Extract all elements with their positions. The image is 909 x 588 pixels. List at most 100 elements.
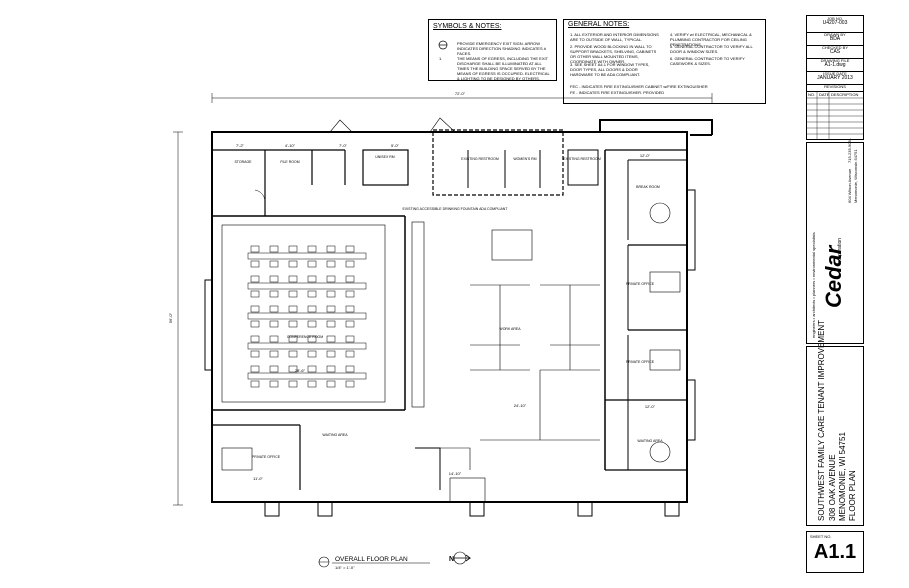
conference-chair — [288, 260, 298, 268]
dim-5: 12'-0" — [640, 153, 651, 158]
conference-chair — [326, 245, 336, 253]
revisions-grid — [807, 92, 863, 139]
revisions-table: NO. DATE DESCRIPTION — [807, 92, 863, 139]
conference-chair — [288, 320, 298, 328]
conference-chair — [288, 290, 298, 298]
conference-chair — [326, 320, 336, 328]
desk-private-office-bl — [221, 447, 253, 471]
room-womens: WOMEN'S RM — [513, 157, 536, 161]
dim-10: 11'-0" — [253, 476, 263, 481]
conference-chair — [345, 245, 355, 253]
general-note-4: 4. VERIFY w/ ELECTRICAL, MECHANICAL & PL… — [670, 32, 752, 47]
revisions-header: REVISIONS — [807, 84, 863, 92]
room-waiting-l: WAITING AREA — [322, 433, 348, 437]
dim-1: 7'-2" — [236, 143, 245, 148]
job-no-cell: JOB NO. U4207-003 — [807, 16, 863, 33]
project-street: 308 OAK AVENUE — [828, 454, 837, 521]
general-note-fec: FEC - INDICATES FIRE EXTINGUISHER CABINE… — [570, 84, 708, 89]
room-unisex: UNISEX RM — [375, 155, 395, 159]
reception-counter — [449, 477, 486, 503]
checked-by-cell: CHECKED BY CAS — [807, 45, 863, 59]
conference-chair — [288, 305, 298, 313]
conference-room-boundary — [221, 224, 386, 403]
conference-chair — [269, 335, 279, 343]
rev-col-no: NO. — [808, 92, 816, 97]
conference-chair — [269, 320, 279, 328]
conference-chair — [250, 335, 260, 343]
checked-by-value: CAS — [829, 49, 841, 55]
break-room-table — [649, 202, 671, 224]
conference-chair — [250, 290, 260, 298]
drawing-file-cell: DRAWING FILE A1-1.dwg — [807, 58, 863, 72]
door-swing-storage — [254, 189, 266, 203]
conference-chair — [345, 320, 355, 328]
job-no-value: U4207-003 — [822, 20, 848, 26]
conference-chair — [326, 365, 336, 373]
room-conference: CONFERENCE ROOM — [287, 335, 323, 339]
exit-door-swing — [329, 119, 353, 133]
conference-chair — [250, 320, 260, 328]
dim-8: 12'-0" — [645, 404, 656, 409]
pier-3 — [469, 501, 485, 517]
sheet-title: FLOOR PLAN — [848, 470, 857, 521]
company-logo: Cedar — [821, 245, 846, 308]
waiting-area-table — [649, 441, 671, 463]
general-notes-panel: GENERAL NOTES: 1. ALL EXTERIOR AND INTER… — [563, 19, 766, 104]
storefront-left — [204, 279, 213, 371]
conference-chair — [269, 245, 279, 253]
drawn-by-label: DRAWN BY — [824, 32, 846, 37]
conference-chair — [250, 350, 260, 358]
company-city: Menomonie, Wisconsin 54751 — [853, 149, 858, 203]
conference-chair — [326, 290, 336, 298]
room-private-office-1: PRIVATE OFFICE — [626, 282, 655, 286]
company-address: 604 Wilson Avenue — [847, 168, 852, 203]
conference-chair — [250, 245, 260, 253]
conference-chair — [326, 260, 336, 268]
dim-overall: 72'-0" — [455, 91, 466, 96]
exit-sign-icon — [438, 40, 448, 50]
issue-date-label: ISSUE DATE — [823, 71, 847, 76]
conference-chair — [345, 275, 355, 283]
conference-chair — [307, 350, 317, 358]
conference-chair — [250, 380, 260, 388]
job-no-label: JOB NO. — [826, 16, 843, 21]
issue-date-value: JANUARY 2013 — [817, 75, 853, 81]
symbols-notes-title: SYMBOLS & NOTES: — [433, 23, 502, 30]
conference-chair — [307, 305, 317, 313]
conference-chair — [269, 365, 279, 373]
dim-side: 56'-0" — [168, 312, 173, 323]
sheet-number-block: SHEET NO. A1.1 — [806, 531, 864, 573]
plan-caption: OVERALL FLOOR PLAN 1/4" = 1'-0" N — [318, 551, 472, 570]
sheet-no-value: A1.1 — [813, 541, 857, 563]
dim-4: 5'-0" — [391, 143, 400, 148]
conference-chair — [307, 275, 317, 283]
conference-chair — [269, 305, 279, 313]
desk-office-2 — [649, 349, 681, 371]
sheet-no-label: SHEET NO. — [810, 534, 832, 539]
company-tagline: engineers • architects • planners • envi… — [811, 232, 816, 338]
conference-chair — [307, 245, 317, 253]
conference-chair — [269, 380, 279, 388]
pier-5 — [664, 501, 680, 517]
desk-office-1 — [649, 271, 681, 293]
window-right-2 — [686, 379, 696, 441]
general-note-2: 2. PROVIDE WOOD BLOCKING IN WALL TO SUPP… — [570, 44, 657, 64]
conference-chair — [345, 305, 355, 313]
conference-chair — [250, 305, 260, 313]
dim-3: 7'-0" — [339, 143, 348, 148]
conference-chair — [307, 260, 317, 268]
conference-chair — [307, 380, 317, 388]
room-file: FILE ROOM — [280, 160, 299, 164]
symbols-note-2: THE MEANS OF EGRESS, INCLUDING THE EXIT … — [457, 56, 550, 81]
general-note-fe: FE - INDICATES FIRE EXTINGUISHER. PROVID… — [570, 90, 665, 95]
conference-chair — [326, 350, 336, 358]
workstation-left — [411, 221, 425, 408]
drawing-file-label: DRAWING FILE — [820, 58, 850, 63]
room-private-office-3: PRIVATE OFFICE — [252, 455, 281, 459]
conference-chair — [250, 365, 260, 373]
conference-chair — [345, 365, 355, 373]
rev-col-description: DESCRIPTION — [831, 92, 859, 97]
dim-7: 24'-10" — [514, 403, 527, 408]
general-notes-title: GENERAL NOTES: — [568, 21, 630, 28]
conference-chair — [288, 365, 298, 373]
